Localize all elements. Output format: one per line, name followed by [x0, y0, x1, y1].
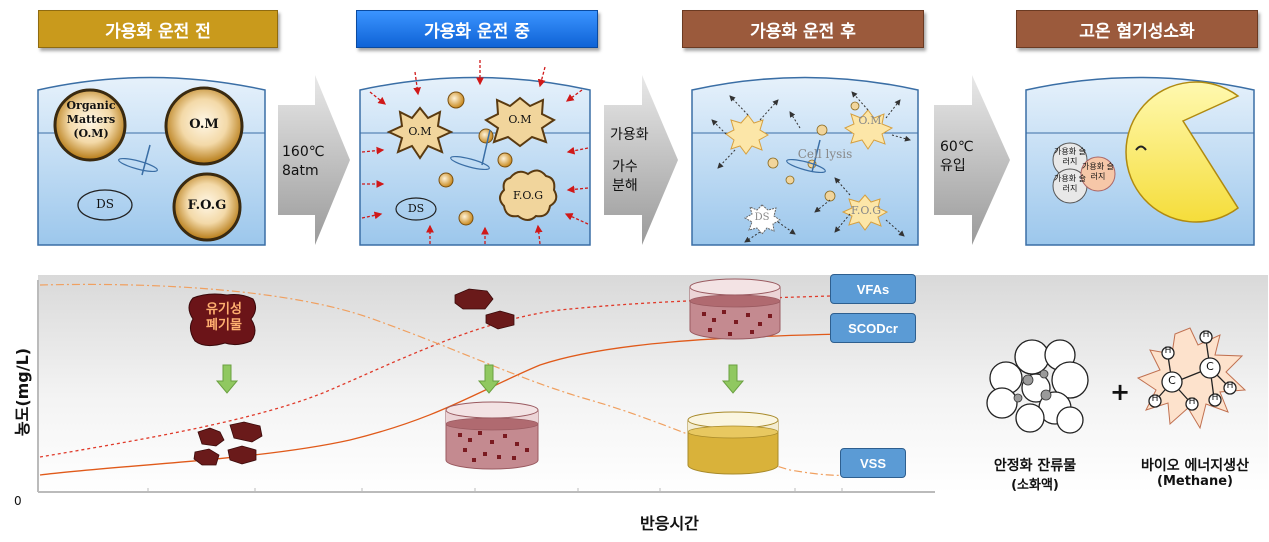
beaker-top	[689, 278, 781, 340]
hydrogen-atom: H	[1188, 397, 1196, 407]
solubilized-sludge-2: 가용화 슬러지	[1054, 174, 1086, 193]
cell-lysis-label: Cell lysis	[797, 147, 853, 161]
methane-label: (Methane)	[1157, 474, 1233, 489]
ds-label: DS	[96, 197, 114, 211]
stage-header-after: 가용화 운전 후	[682, 10, 924, 48]
plus-sign: +	[1109, 378, 1131, 406]
om-label: O.M	[189, 117, 219, 132]
solubilized-sludge-1: 가용화 슬러지	[1054, 147, 1086, 166]
hydrogen-atom: H	[1151, 394, 1159, 404]
ds-label-2: DS	[407, 202, 425, 215]
stage-header-digestion: 고온 혐기성소화	[1016, 10, 1258, 48]
vfas-tag: VFAs	[830, 274, 916, 304]
om-label-2a: O.M	[408, 125, 432, 138]
arrow2-line2: 가수	[612, 159, 638, 175]
origin-label: 0	[14, 494, 22, 508]
arrow3-condition: 60℃ 유입	[940, 139, 974, 174]
tank-during	[359, 76, 591, 246]
beaker-yellow	[687, 411, 779, 475]
residue-sub-label: (소화액)	[1011, 478, 1059, 493]
vss-tag: VSS	[840, 448, 906, 478]
hydrogen-atom: H	[1164, 346, 1172, 356]
y-axis-label: 농도(mg/L)	[13, 347, 32, 437]
scodcr-tag: SCODcr	[830, 313, 916, 343]
digestate-cluster	[986, 339, 1089, 434]
residue-label: 안정화 잔류물	[993, 458, 1077, 474]
hydrogen-atom: H	[1226, 381, 1234, 391]
stage-header-before: 가용화 운전 전	[38, 10, 278, 48]
ds-label-3: DS	[754, 212, 770, 223]
beaker-middle	[445, 401, 539, 470]
organic-matters-label: Organic Matters (O.M)	[66, 99, 116, 140]
fog-label-3: F.O.G	[850, 204, 882, 217]
process-arrow-3	[934, 75, 1010, 245]
fog-label: F.O.G	[187, 198, 227, 213]
scod-curve	[39, 332, 913, 476]
stage-header-during: 가용화 운전 중	[356, 10, 598, 48]
carbon-atom-2: C	[1206, 360, 1214, 373]
arrow1-condition: 160℃ 8atm	[282, 144, 325, 179]
fog-label-2: F.O.G	[512, 189, 544, 202]
om-label-2b: O.M	[508, 113, 532, 126]
digester-pacman	[1125, 81, 1240, 223]
bioenergy-label: 바이오 에너지생산	[1141, 458, 1249, 474]
om-label-3: O.M	[858, 114, 882, 127]
carbon-atom-1: C	[1168, 374, 1176, 387]
process-arrow-2	[604, 75, 678, 245]
solubilized-sludge-3: 가용화 슬러지	[1082, 162, 1114, 181]
arrow2-line3: 분해	[612, 178, 638, 194]
hydrogen-atom: H	[1211, 393, 1219, 403]
waste-label: 유기성 폐기물	[206, 302, 242, 333]
arrow2-line1: 가용화	[610, 127, 649, 143]
process-arrow-1	[278, 75, 350, 245]
x-axis-label: 반응시간	[640, 514, 699, 533]
hydrogen-atom: H	[1202, 330, 1210, 340]
waste-blob	[188, 293, 257, 347]
vss-curve	[39, 283, 851, 476]
